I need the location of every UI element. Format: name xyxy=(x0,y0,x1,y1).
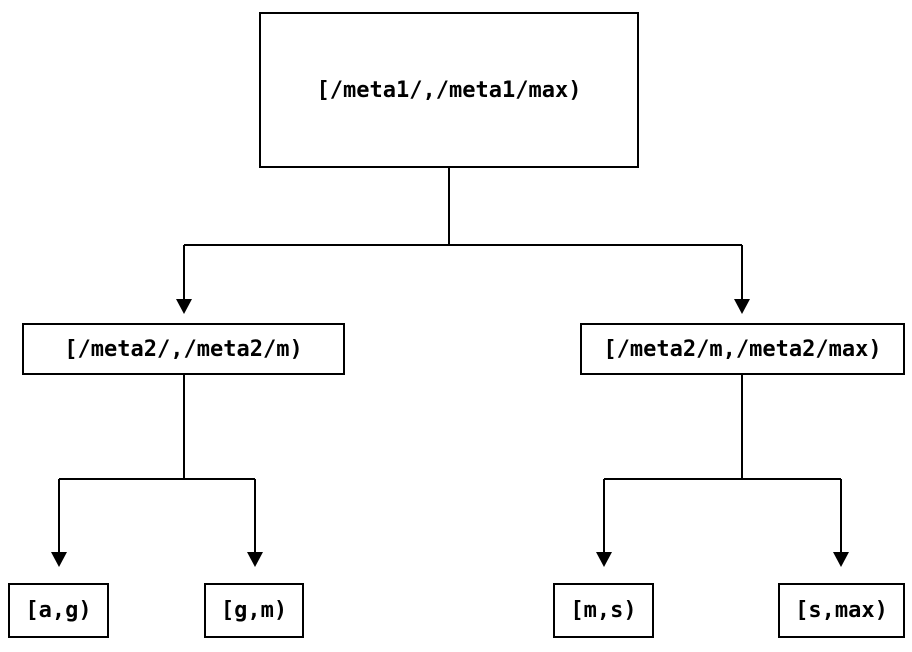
arrowhead-leaf-gm-icon xyxy=(247,552,263,567)
tree-node-leaf-smax: [s,max) xyxy=(778,583,905,638)
tree-node-root: [/meta1/,/meta1/max) xyxy=(259,12,639,168)
arrowhead-leaf-smax-icon xyxy=(833,552,849,567)
tree-node-leaf-ms-label: [m,s) xyxy=(570,598,637,623)
tree-node-leaf-gm: [g,m) xyxy=(204,583,304,638)
arrowhead-left-child-icon xyxy=(176,299,192,314)
tree-node-root-label: [/meta1/,/meta1/max) xyxy=(316,77,582,103)
tree-node-left-child: [/meta2/,/meta2/m) xyxy=(22,323,345,375)
tree-node-leaf-smax-label: [s,max) xyxy=(795,598,888,623)
tree-node-leaf-gm-label: [g,m) xyxy=(220,598,288,623)
arrowhead-leaf-ag-icon xyxy=(51,552,67,567)
tree-node-leaf-ag: [a,g) xyxy=(8,583,109,638)
arrowhead-right-child-icon xyxy=(734,299,750,314)
tree-node-leaf-ms: [m,s) xyxy=(553,583,654,638)
arrowhead-leaf-ms-icon xyxy=(596,552,612,567)
tree-node-right-child-label: [/meta2/m,/meta2/max) xyxy=(603,336,882,362)
tree-node-right-child: [/meta2/m,/meta2/max) xyxy=(580,323,905,375)
tree-node-leaf-ag-label: [a,g) xyxy=(25,598,92,623)
tree-node-left-child-label: [/meta2/,/meta2/m) xyxy=(64,336,303,362)
